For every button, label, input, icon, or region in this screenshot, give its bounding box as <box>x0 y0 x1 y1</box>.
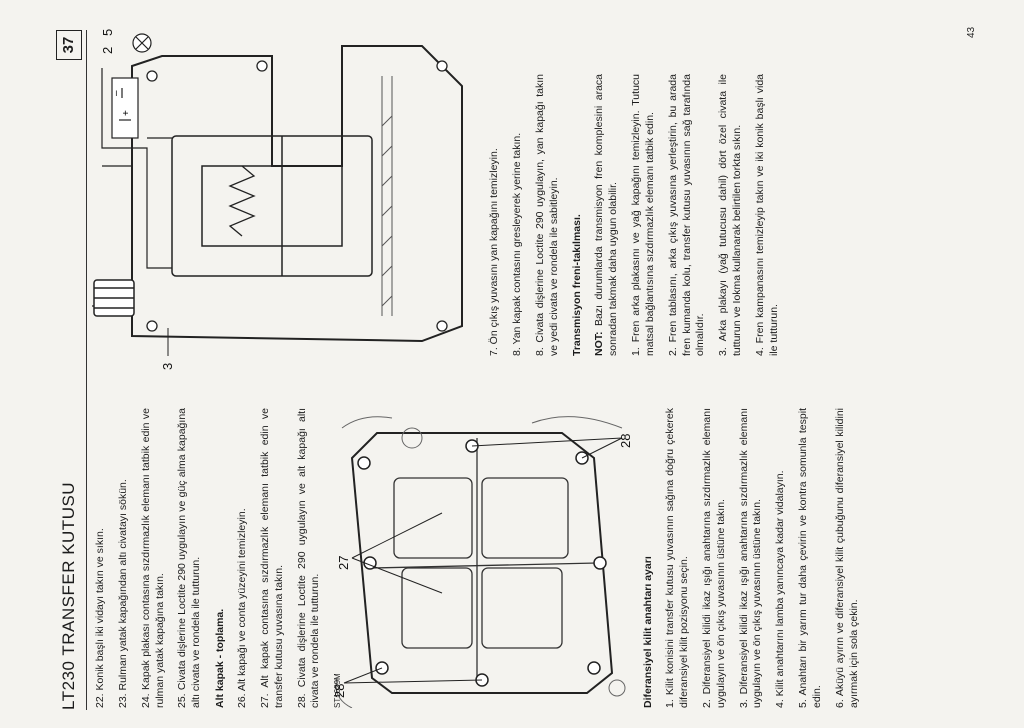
section-heading: Diferansiyel kilit anahtarı ayarı <box>642 556 655 708</box>
list-item: 1. Kilit konisini transfer kutusu yuvası… <box>664 408 691 708</box>
callout-2: 2 <box>100 47 115 54</box>
callout-3: 3 <box>160 363 175 370</box>
lock-switch <box>93 279 135 317</box>
list-item: 27. Alt kapak contasına sızdırmazlık ele… <box>258 408 285 708</box>
page-header: LT230 TRANSFER KUTUSU 37 <box>52 30 87 710</box>
list-item: 25. Civata dişlerine Loctite 290 uygulay… <box>176 408 203 708</box>
list-item: 8. Civata dişlerine Loctite 290 uygulayı… <box>533 74 560 356</box>
cover-plate-outline <box>351 432 614 694</box>
section-heading: Transmisyon freni-takılması. <box>571 214 584 356</box>
cover-plate-diagram: ST1629M 27 28 28 <box>332 416 632 708</box>
note-label: NOT: <box>593 331 606 357</box>
fig-code: ST1629M <box>333 673 342 708</box>
list-item: 28. Civata dişlerine Loctite 290 uygulay… <box>295 408 322 708</box>
list-item: 2. Fren tablasını, arka çıkış yuvasına y… <box>666 74 707 356</box>
battery-minus: – <box>111 90 122 96</box>
list-item: 1. Fren arka plakasını ve yağ kapağını t… <box>630 74 656 356</box>
list-item: 5. Anahtarı bir yarım tur daha çevirin v… <box>797 408 824 708</box>
wire <box>101 68 172 269</box>
list-item: 26. Alt kapağı ve conta yüzeyini temizle… <box>236 508 249 708</box>
callout-5: 5 <box>100 29 115 36</box>
plate-ribs <box>372 438 598 678</box>
list-item: 4. Fren kampanasını temizleyip takın ve … <box>754 74 780 356</box>
housing-strokes <box>335 416 626 708</box>
section-number-badge: 37 <box>56 30 82 60</box>
housing-outline <box>131 45 463 343</box>
housing-bolts <box>146 60 448 332</box>
list-item: 4. Kilit anahtarını lamba yanıncaya kada… <box>774 470 787 708</box>
battery-lamp-schematic: + – <box>101 33 172 269</box>
shift-mechanism <box>171 135 373 277</box>
page-number: 43 <box>966 26 977 38</box>
list-item: 24. Kapak plakası contasına sızdırmazlık… <box>139 408 166 708</box>
callout-3-overlay: 3 <box>160 328 175 370</box>
wiring <box>92 165 132 307</box>
note-text: Bazı durumlarda transmisyon fren komples… <box>593 74 620 356</box>
battery-plus: + <box>121 110 132 116</box>
leader-lines <box>344 437 623 684</box>
lock-switch-diagram: 2 5 <box>92 29 463 343</box>
battery-icon <box>111 77 139 139</box>
list-item: 3. Arka plakayı (yağ tutucusu dahil) dör… <box>717 74 744 356</box>
section-heading: Alt kapak - toplama. <box>214 608 227 708</box>
list-item: 22. Konik başlı iki vidayı takın ve sıkı… <box>94 528 106 708</box>
list-item: 2. Diferansiyel kilidi ikaz ışığı anahta… <box>700 408 727 708</box>
note-paragraph: NOT: Bazı durumlarda transmisyon fren ko… <box>593 74 621 356</box>
spring <box>228 165 256 237</box>
callout-28-right: 28 <box>618 434 632 448</box>
list-item: 3. Diferansiyel kilidi ikaz ışığı anahta… <box>737 408 764 708</box>
list-item: 23. Rulman yatak kapağından altı civatay… <box>116 479 129 708</box>
hatched-rod <box>381 76 393 316</box>
list-item: 8. Yan kapak contasını gresleyerek yerin… <box>510 132 523 356</box>
list-item: 7. Ön çıkış yuvasını yan kapağını temizl… <box>488 148 500 356</box>
callout-28-left: 28 <box>332 684 347 698</box>
left-column: 22. Konik başlı iki vidayı takın ve sıkı… <box>94 408 871 708</box>
callout-27: 27 <box>336 556 351 570</box>
list-item: 6. Aküyü ayırın ve diferansiyel kilit çu… <box>833 408 860 708</box>
right-column: 7. Ön çıkış yuvasını yan kapağını temizl… <box>488 74 791 356</box>
page-title: LT230 TRANSFER KUTUSU <box>58 481 78 710</box>
